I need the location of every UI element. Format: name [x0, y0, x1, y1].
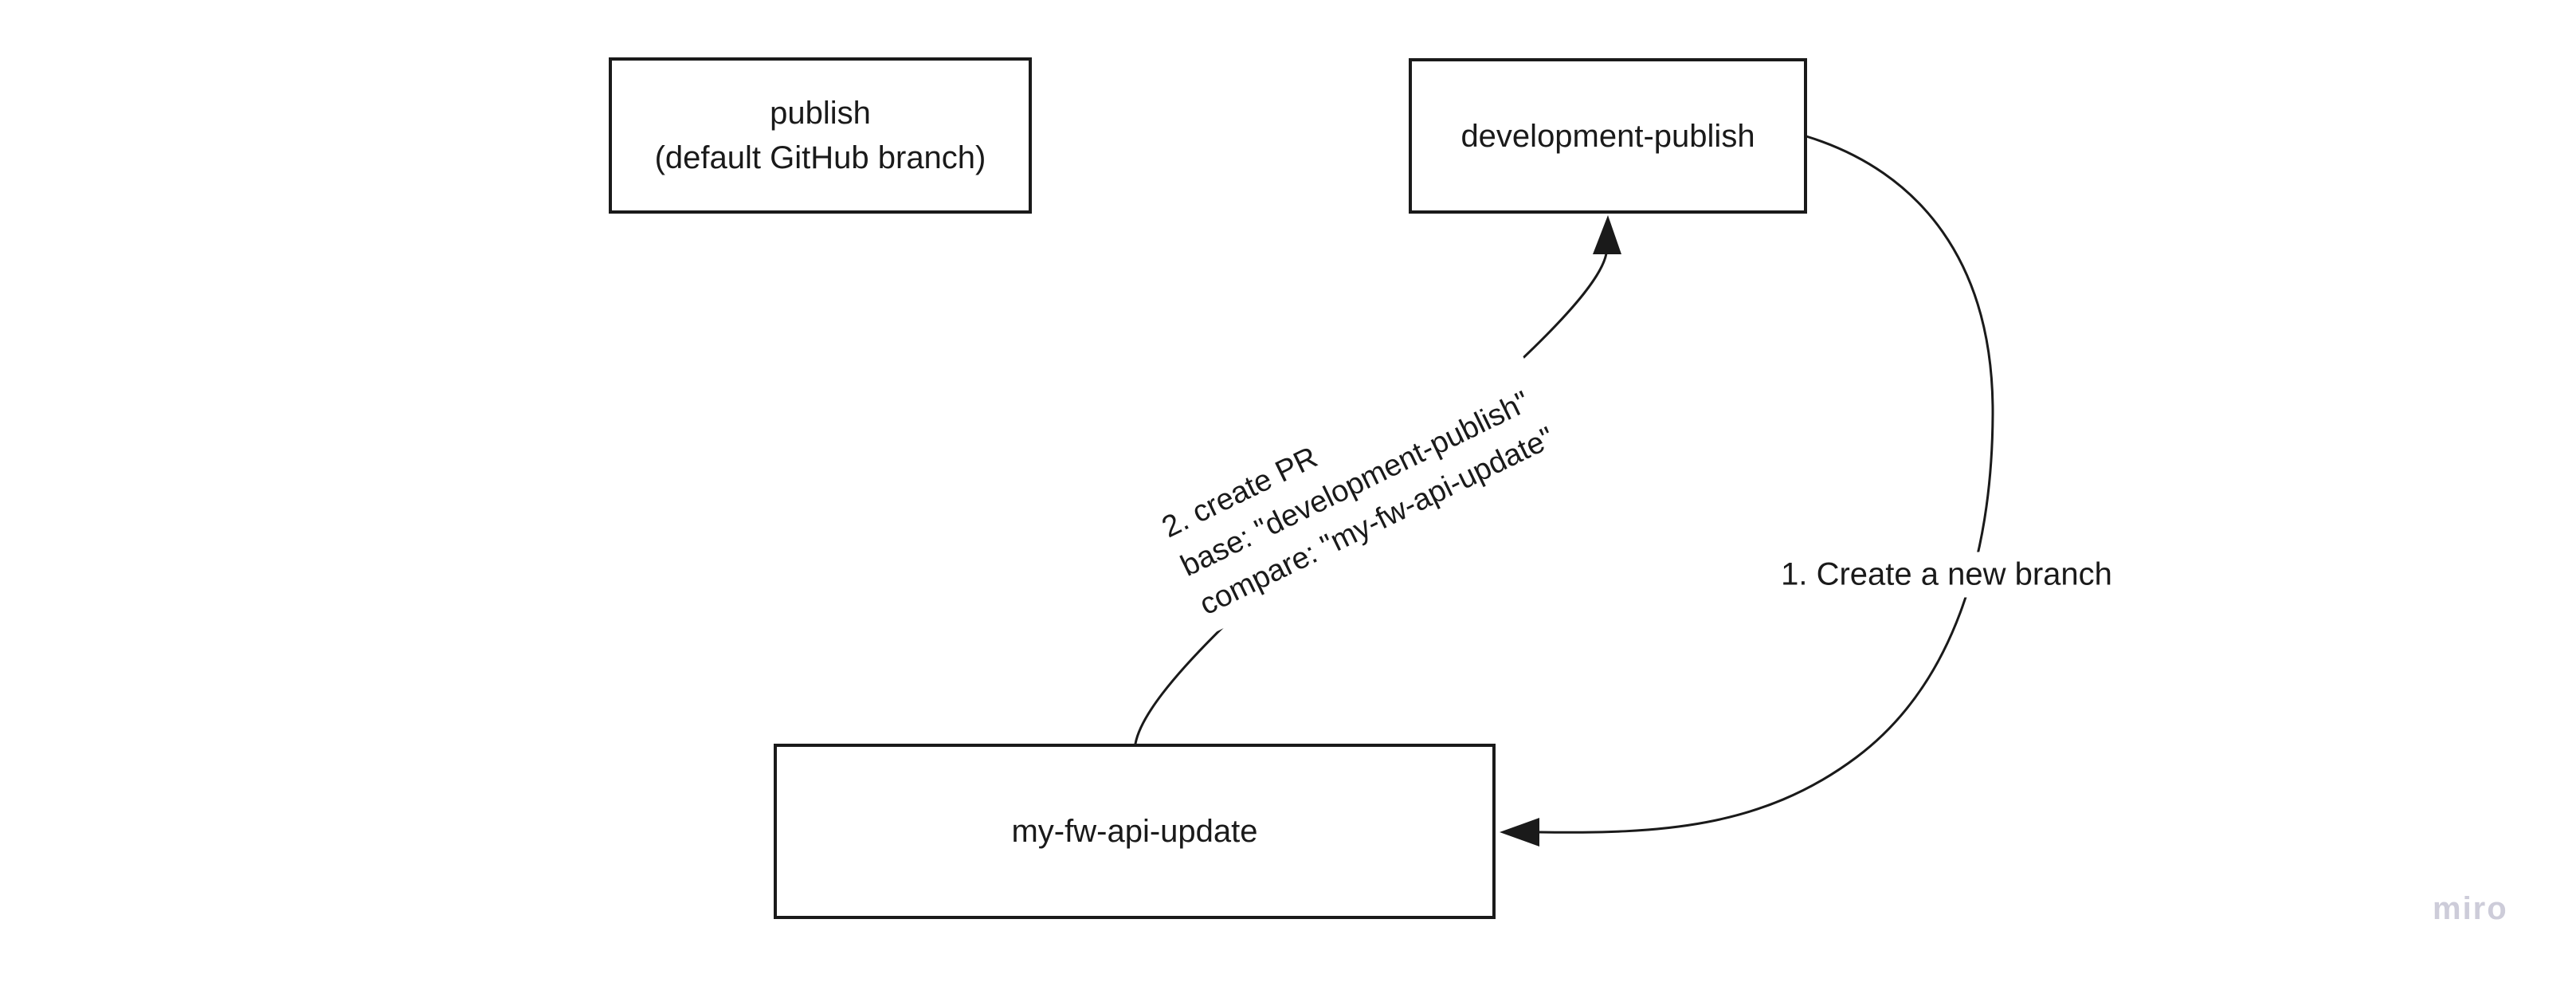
- development-publish-branch-box[interactable]: development-publish: [1409, 58, 1807, 214]
- connector-create-branch[interactable]: [1500, 135, 1994, 847]
- publish-branch-label-line2: (default GitHub branch): [654, 140, 986, 175]
- create-branch-connector-label[interactable]: 1. Create a new branch: [1771, 552, 2122, 598]
- connector-create-branch-line[interactable]: [1538, 135, 1994, 834]
- create-pr-connector-label[interactable]: 2. create PR base: "development-publish"…: [1153, 335, 1573, 634]
- arrowhead-up-icon: [1593, 215, 1621, 254]
- arrowhead-left-icon: [1500, 818, 1539, 847]
- my-fw-api-update-branch-label: my-fw-api-update: [1011, 814, 1258, 849]
- development-publish-branch-label: development-publish: [1461, 118, 1755, 154]
- my-fw-api-update-branch-box[interactable]: my-fw-api-update: [774, 744, 1496, 919]
- miro-watermark: miro: [2433, 891, 2508, 926]
- publish-branch-label-line1: publish: [770, 96, 871, 131]
- publish-branch-box[interactable]: publish (default GitHub branch): [609, 57, 1032, 214]
